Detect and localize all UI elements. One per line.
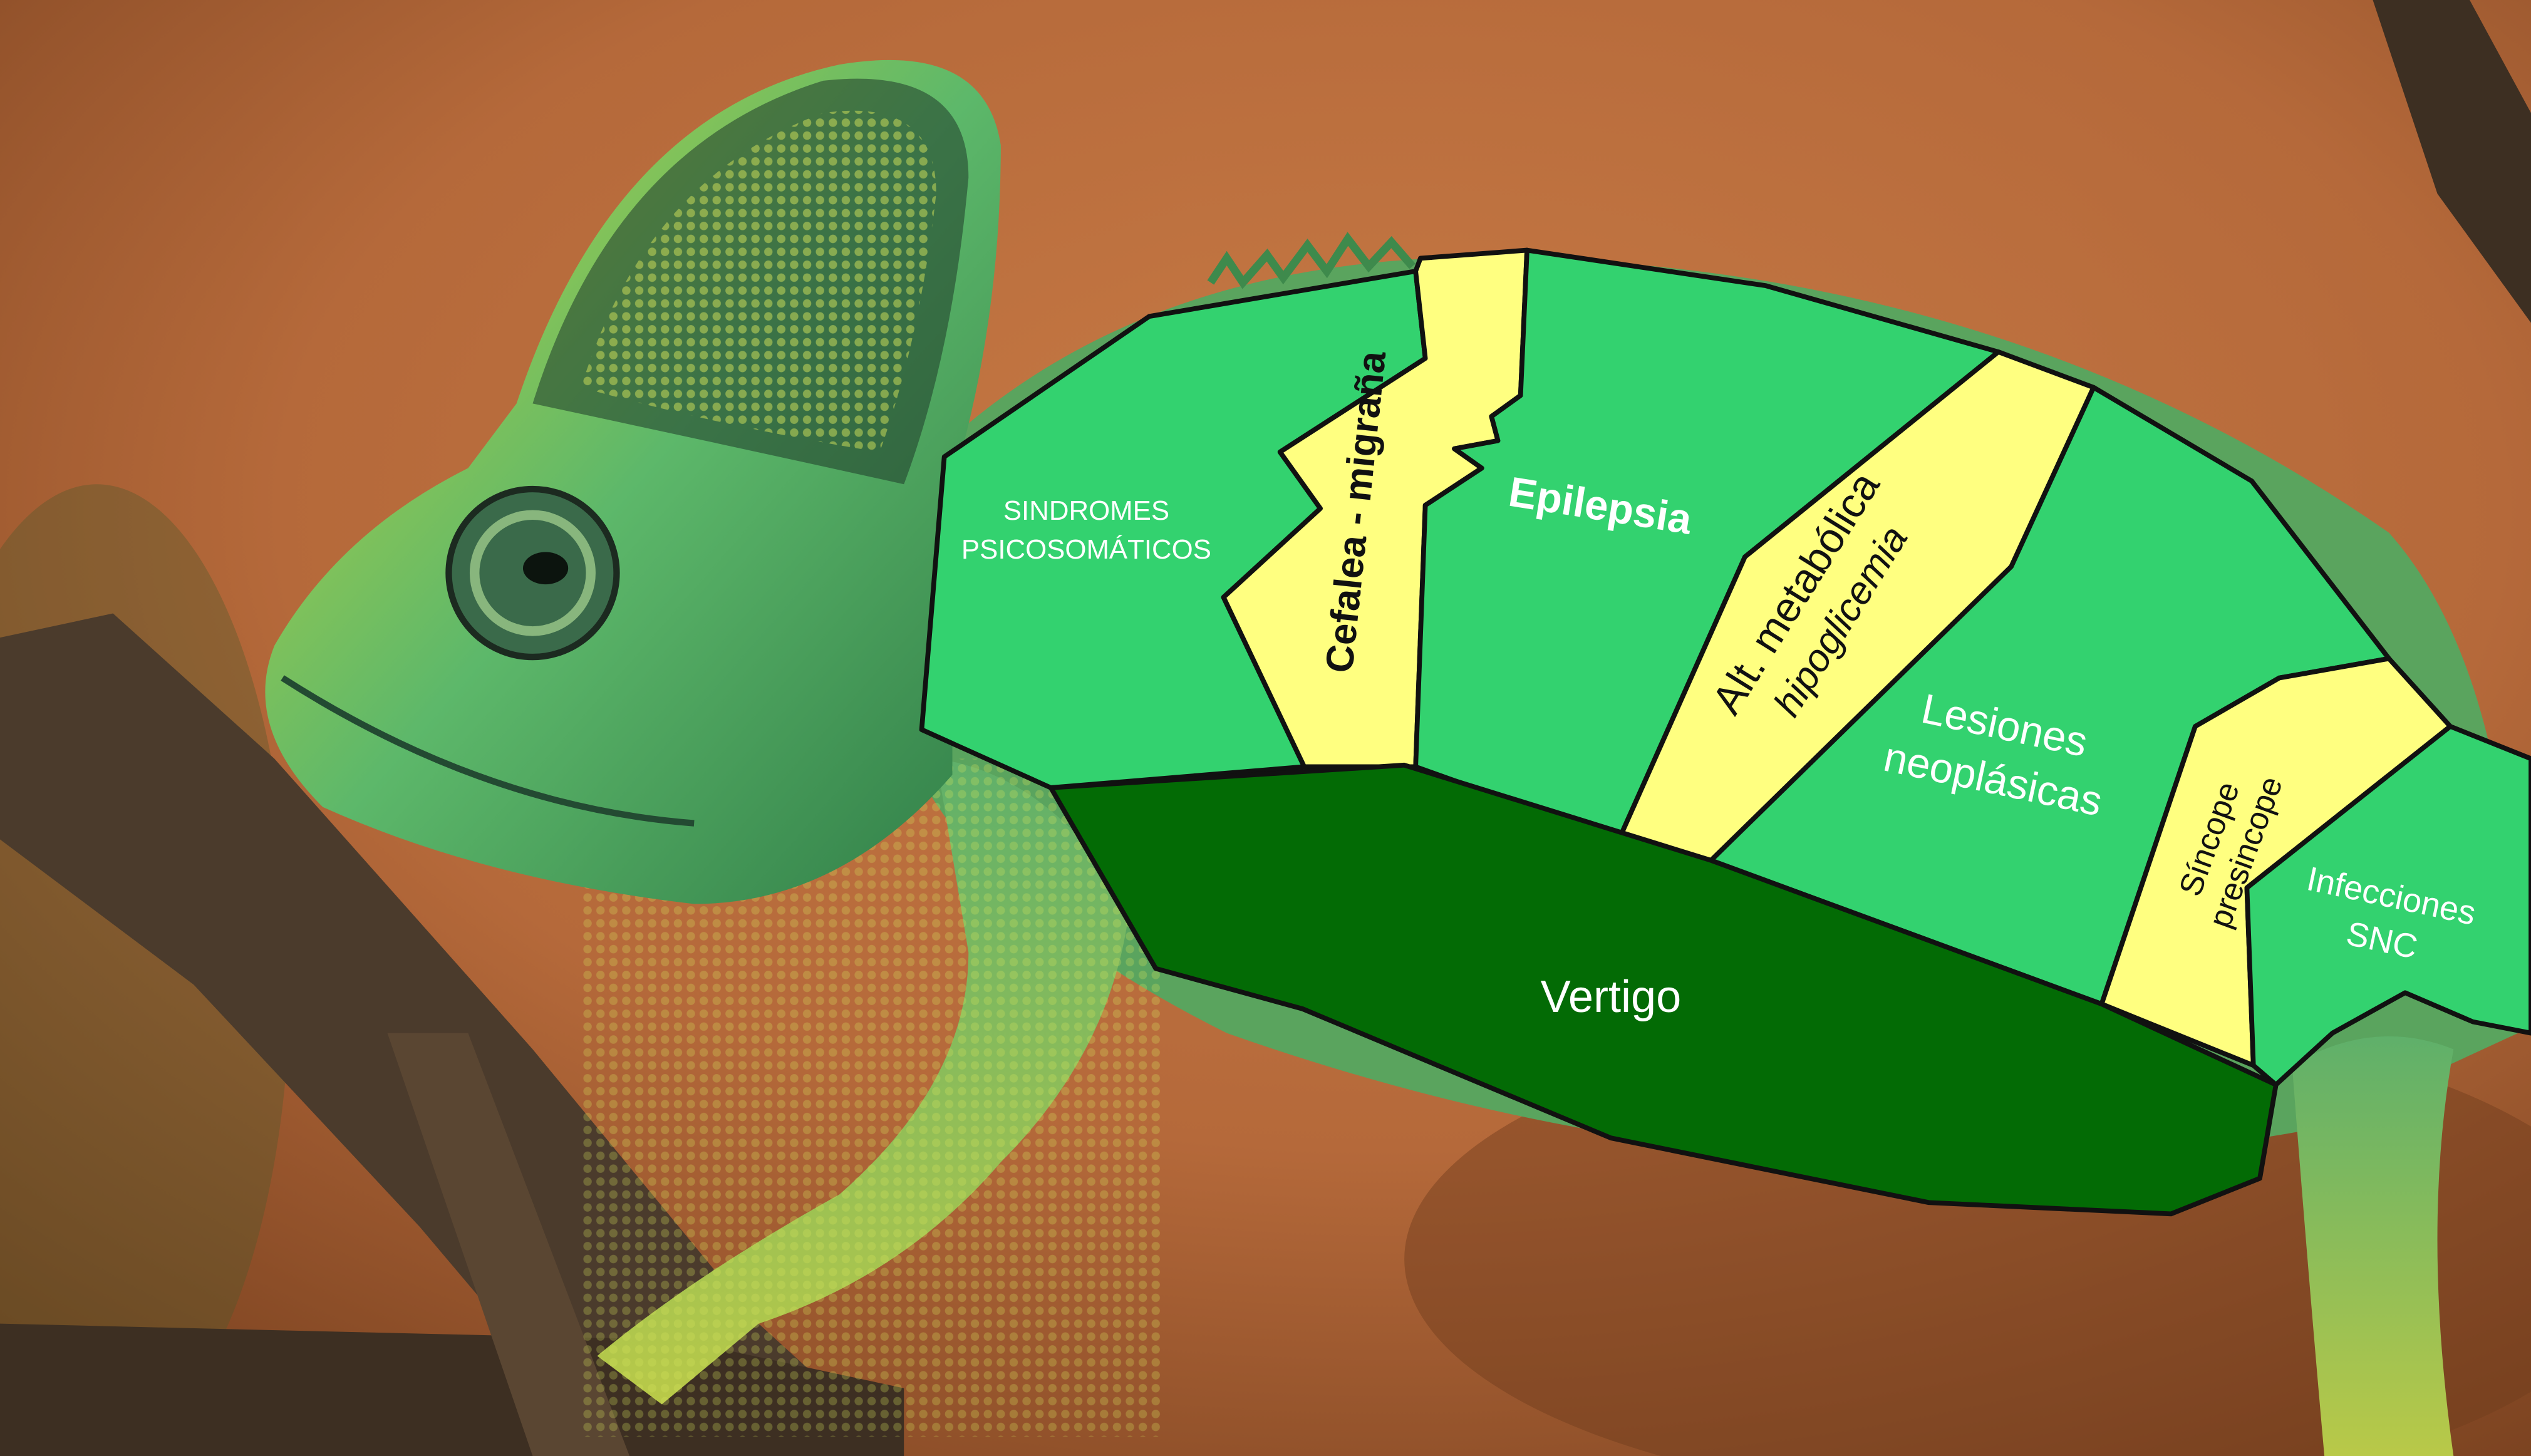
chameleon-pupil xyxy=(523,552,568,585)
label-sindromes-line2: PSICOSOMÁTICOS xyxy=(961,534,1211,565)
label-sindromes-line1: SINDROMES xyxy=(1003,495,1169,526)
label-vertigo: Vertigo xyxy=(1541,972,1682,1022)
